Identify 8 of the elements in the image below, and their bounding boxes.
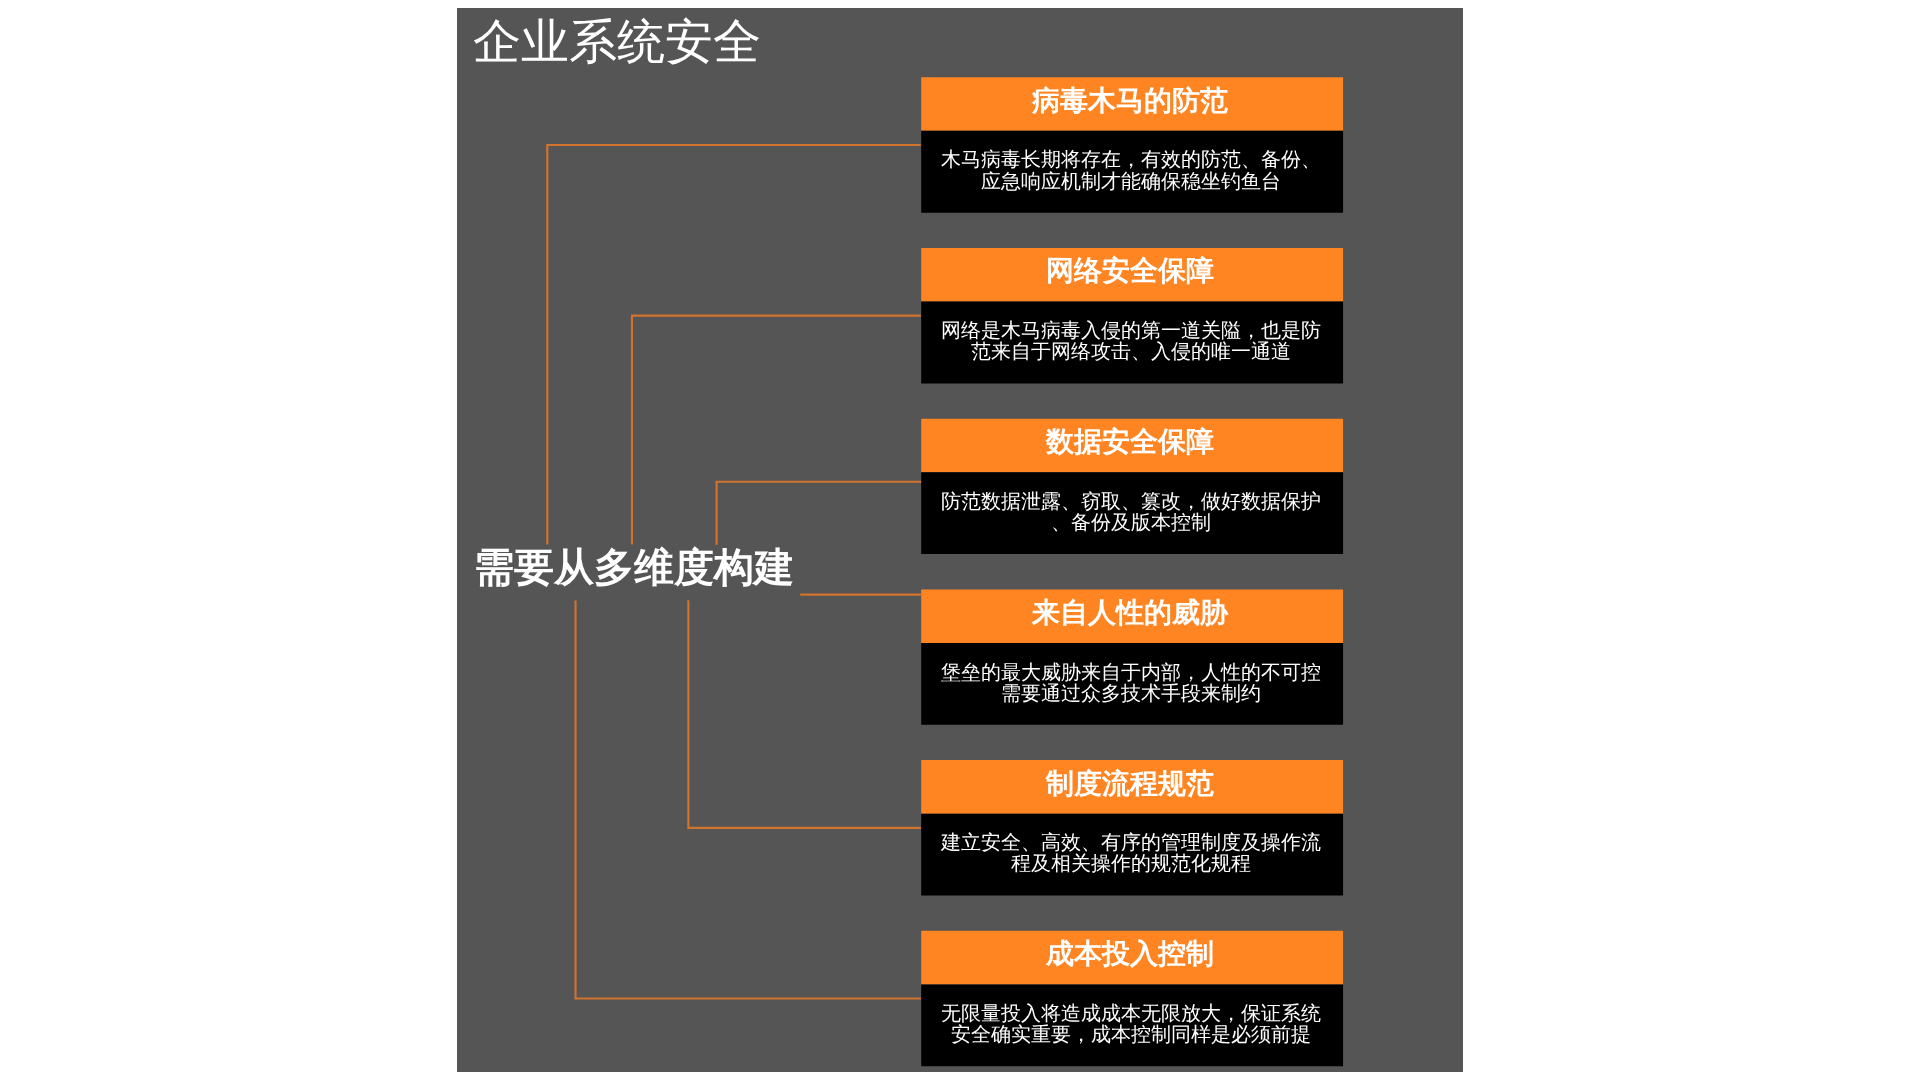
- node-text: 需要从多维度构建: [473, 543, 794, 590]
- connector: [800, 593, 921, 596]
- connector: [687, 600, 921, 829]
- connector: [574, 600, 921, 1000]
- diagram-title: 企业系统安全: [473, 12, 762, 69]
- connector: [630, 314, 921, 545]
- connector: [546, 143, 921, 545]
- connector: [715, 480, 922, 545]
